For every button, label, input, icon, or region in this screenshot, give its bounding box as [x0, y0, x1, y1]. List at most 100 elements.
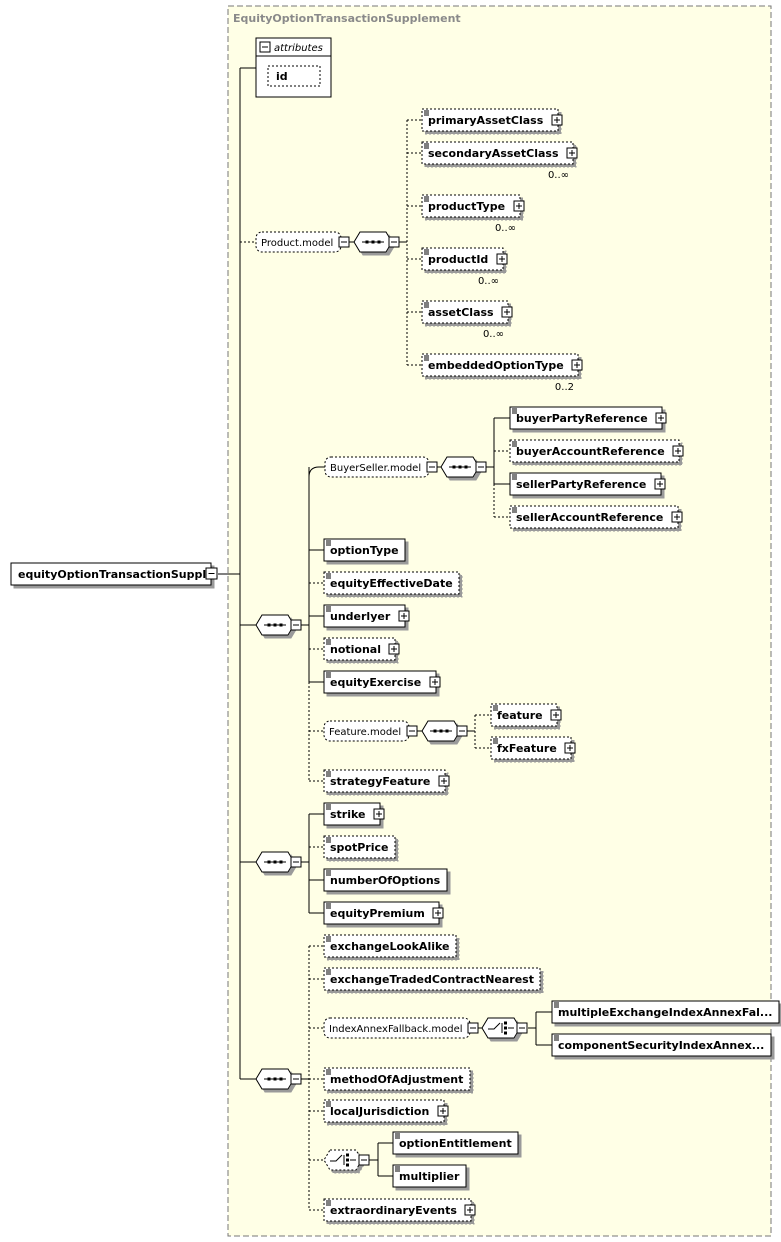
element-primary-asset-class-expand-button[interactable]: [551, 114, 563, 126]
element-embedded-option-type-expand-button[interactable]: [571, 359, 583, 371]
element-product-type[interactable]: productType: [421, 194, 525, 221]
element-equity-premium[interactable]: equityPremium: [323, 901, 444, 925]
sequence-4[interactable]: [255, 1068, 302, 1090]
feature-sequence[interactable]: [421, 720, 468, 742]
element-extraordinary-events[interactable]: extraordinaryEvents: [323, 1198, 476, 1222]
element-seller-account-reference-label: sellerAccountReference: [516, 511, 663, 524]
element-method-of-adjustment-label: methodOfAdjustment: [330, 1073, 463, 1086]
cardinality-label: 0..∞: [483, 329, 504, 340]
element-strategy-feature[interactable]: strategyFeature: [323, 769, 450, 793]
element-feature-expand-button[interactable]: [550, 709, 562, 721]
element-buyer-account-reference-expand-button[interactable]: [672, 445, 684, 457]
element-product-id[interactable]: productId: [421, 247, 508, 274]
group-buyer-seller-model-collapse-button[interactable]: [426, 461, 438, 473]
element-secondary-asset-class-label: secondaryAssetClass: [428, 147, 559, 160]
element-exchange-traded-contract-nearest-label: exchangeTradedContractNearest: [330, 973, 534, 986]
element-number-of-options[interactable]: numberOfOptions: [323, 868, 448, 892]
element-feature-label: feature: [497, 709, 543, 722]
buyer-seller-sequence[interactable]: [440, 456, 487, 478]
element-seller-party-reference[interactable]: sellerPartyReference: [509, 472, 666, 496]
element-equity-exercise[interactable]: equityExercise: [323, 670, 441, 694]
group-buyer-seller-model[interactable]: BuyerSeller.model: [324, 456, 438, 478]
element-buyer-account-reference[interactable]: buyerAccountReference: [509, 439, 684, 463]
element-fx-feature[interactable]: fxFeature: [490, 736, 576, 760]
index-annex-choice[interactable]: [481, 1017, 528, 1039]
cardinality-label: 0..∞: [548, 170, 569, 181]
element-asset-class-expand-button[interactable]: [501, 306, 513, 318]
sequence-4-collapse-button[interactable]: [290, 1073, 302, 1085]
sequence-3-collapse-button[interactable]: [290, 856, 302, 868]
buyer-seller-sequence-collapse-button[interactable]: [475, 461, 487, 473]
cardinality-label: 0..∞: [478, 276, 499, 287]
element-underlyer-expand-button[interactable]: [398, 610, 410, 622]
connectors: [218, 67, 552, 1211]
element-exchange-look-alike[interactable]: exchangeLookAlike: [323, 934, 457, 958]
element-buyer-party-reference[interactable]: buyerPartyReference: [509, 406, 667, 430]
feature-sequence-collapse-button[interactable]: [456, 725, 468, 737]
element-multiplier[interactable]: multiplier: [392, 1164, 467, 1188]
element-seller-account-reference[interactable]: sellerAccountReference: [509, 505, 683, 529]
element-strike-expand-button[interactable]: [373, 808, 385, 820]
element-notional[interactable]: notional: [323, 637, 400, 661]
group-buyer-seller-model-label: BuyerSeller.model: [330, 463, 421, 474]
element-local-jurisdiction-expand-button[interactable]: [437, 1105, 449, 1117]
element-local-jurisdiction-label: localJurisdiction: [330, 1105, 429, 1118]
element-buyer-party-reference-expand-button[interactable]: [655, 412, 667, 424]
element-seller-party-reference-expand-button[interactable]: [654, 478, 666, 490]
element-primary-asset-class[interactable]: primaryAssetClass: [421, 108, 563, 132]
element-product-type-label: productType: [428, 200, 505, 213]
element-fx-feature-expand-button[interactable]: [564, 742, 576, 754]
element-spot-price-label: spotPrice: [330, 841, 388, 854]
element-underlyer[interactable]: underlyer: [323, 604, 410, 628]
index-annex-choice-collapse-button[interactable]: [516, 1022, 528, 1034]
element-feature[interactable]: feature: [490, 703, 562, 727]
element-option-entitlement[interactable]: optionEntitlement: [392, 1131, 519, 1155]
element-secondary-asset-class-expand-button[interactable]: [566, 147, 578, 159]
sequence-3[interactable]: [255, 851, 302, 873]
optional-choice-collapse-button[interactable]: [358, 1154, 370, 1166]
element-method-of-adjustment[interactable]: methodOfAdjustment: [323, 1067, 471, 1091]
element-strike[interactable]: strike: [323, 802, 385, 826]
element-buyer-account-reference-label: buyerAccountReference: [516, 445, 665, 458]
element-product-type-expand-button[interactable]: [513, 200, 525, 212]
sequence-2[interactable]: [255, 614, 302, 636]
element-equity-premium-expand-button[interactable]: [432, 907, 444, 919]
group-feature-model[interactable]: Feature.model: [323, 720, 418, 742]
element-notional-label: notional: [330, 643, 381, 656]
element-secondary-asset-class[interactable]: secondaryAssetClass: [421, 141, 578, 168]
element-asset-class[interactable]: assetClass: [421, 300, 513, 327]
product-model-sequence[interactable]: [353, 231, 400, 253]
element-equity-effective-date[interactable]: equityEffectiveDate: [323, 571, 460, 595]
element-equity-exercise-expand-button[interactable]: [429, 676, 441, 688]
element-seller-account-reference-expand-button[interactable]: [671, 511, 683, 523]
element-multiple-exchange-index-annex-fal[interactable]: multipleExchangeIndexAnnexFal...: [551, 1000, 780, 1024]
element-fx-feature-label: fxFeature: [497, 742, 557, 755]
element-multiple-exchange-index-annex-fal-label: multipleExchangeIndexAnnexFal...: [558, 1006, 772, 1019]
group-product-model[interactable]: Product.model: [255, 231, 350, 253]
optional-choice[interactable]: [323, 1149, 370, 1171]
root-collapse-button[interactable]: [205, 567, 218, 580]
attribute-id[interactable]: [267, 65, 321, 87]
element-component-security-index-annex[interactable]: componentSecurityIndexAnnex...: [551, 1033, 772, 1057]
element-strategy-feature-expand-button[interactable]: [438, 775, 450, 787]
element-product-id-expand-button[interactable]: [496, 253, 508, 265]
group-feature-model-label: Feature.model: [329, 727, 401, 738]
element-equity-effective-date-label: equityEffectiveDate: [330, 577, 453, 590]
group-feature-model-collapse-button[interactable]: [406, 725, 418, 737]
product-model-sequence-collapse-button[interactable]: [388, 236, 400, 248]
element-extraordinary-events-expand-button[interactable]: [464, 1204, 476, 1216]
group-index-annex-fallback-model[interactable]: IndexAnnexFallback.model: [323, 1017, 479, 1039]
element-embedded-option-type[interactable]: embeddedOptionType: [421, 353, 583, 380]
element-local-jurisdiction[interactable]: localJurisdiction: [323, 1099, 449, 1123]
element-notional-expand-button[interactable]: [388, 643, 400, 655]
root-element[interactable]: equityOptionTransactionSuppl...: [10, 562, 219, 586]
element-spot-price[interactable]: spotPrice: [323, 835, 396, 859]
sequence-2-collapse-button[interactable]: [290, 619, 302, 631]
attributes-label: attributes: [274, 43, 323, 54]
element-option-type[interactable]: optionType: [323, 538, 406, 562]
group-index-annex-fallback-model-label: IndexAnnexFallback.model: [329, 1024, 463, 1035]
element-exchange-traded-contract-nearest[interactable]: exchangeTradedContractNearest: [323, 967, 541, 991]
element-exchange-look-alike-label: exchangeLookAlike: [330, 940, 449, 953]
group-index-annex-fallback-model-collapse-button[interactable]: [467, 1022, 479, 1034]
group-product-model-collapse-button[interactable]: [338, 236, 350, 248]
